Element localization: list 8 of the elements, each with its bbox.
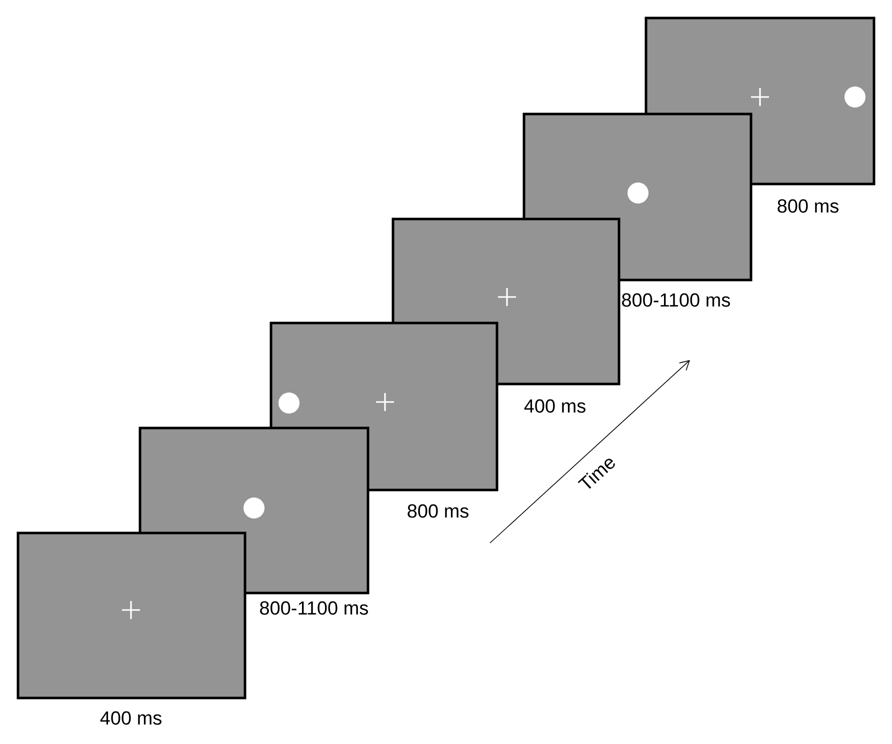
duration-label: 400 ms (524, 399, 586, 413)
axis-label: Time (578, 458, 615, 489)
duration-label: 800-1100 ms (622, 293, 730, 307)
duration-label: 400 ms (100, 711, 162, 725)
duration-label: 800 ms (408, 504, 468, 518)
screen (16, 532, 246, 700)
duration-label: 800-1100 ms (260, 601, 368, 615)
duration-label: 800 ms (778, 199, 838, 213)
